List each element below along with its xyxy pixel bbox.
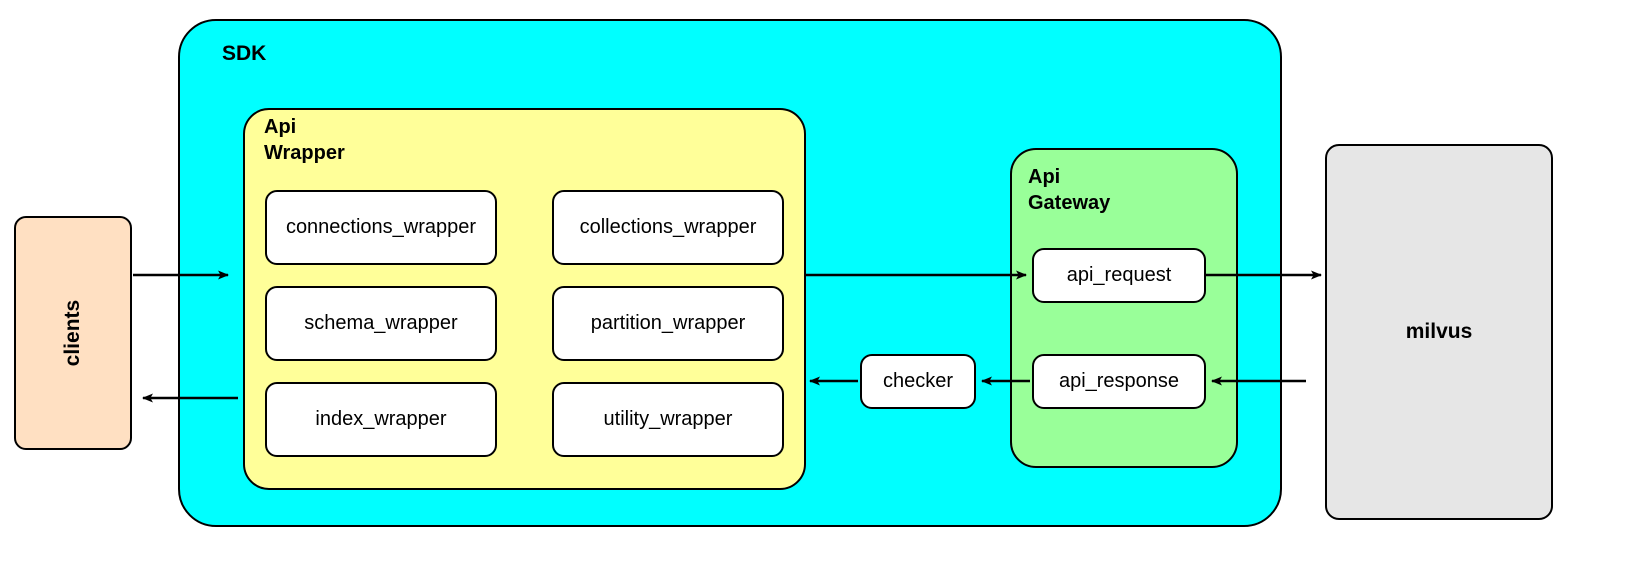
container-api-wrapper-label: Api Wrapper (264, 114, 345, 166)
node-connections-wrapper-label: connections_wrapper (285, 216, 477, 238)
node-milvus-label: milvus (1405, 319, 1473, 343)
node-clients-label: clients (60, 299, 84, 367)
container-api-gateway-label-line2: Gateway (1028, 192, 1111, 214)
node-connections-wrapper[interactable]: connections_wrapper (265, 190, 497, 265)
node-schema-wrapper[interactable]: schema_wrapper (265, 286, 497, 361)
node-partition-wrapper[interactable]: partition_wrapper (552, 286, 784, 361)
node-checker-label: checker (882, 370, 954, 392)
node-utility-wrapper[interactable]: utility_wrapper (552, 382, 784, 457)
node-partition-wrapper-label: partition_wrapper (590, 312, 746, 334)
node-schema-wrapper-label: schema_wrapper (304, 312, 458, 334)
container-sdk-label: SDK (222, 42, 267, 65)
node-milvus[interactable]: milvus (1325, 144, 1553, 520)
container-api-gateway-label-line1: Api (1028, 166, 1061, 188)
node-index-wrapper[interactable]: index_wrapper (265, 382, 497, 457)
container-api-wrapper-label-line2: Wrapper (264, 142, 345, 164)
container-api-gateway[interactable] (1010, 148, 1238, 468)
node-api-response[interactable]: api_response (1032, 354, 1206, 409)
container-api-gateway-label: Api Gateway (1028, 164, 1110, 216)
node-api-request-label: api_request (1066, 264, 1172, 286)
node-checker[interactable]: checker (860, 354, 976, 409)
node-clients[interactable]: clients (14, 216, 132, 450)
node-index-wrapper-label: index_wrapper (315, 408, 447, 430)
node-api-request[interactable]: api_request (1032, 248, 1206, 303)
container-api-wrapper-label-line1: Api (264, 116, 297, 138)
node-api-response-label: api_response (1058, 370, 1180, 392)
node-collections-wrapper[interactable]: collections_wrapper (552, 190, 784, 265)
node-collections-wrapper-label: collections_wrapper (579, 216, 757, 238)
node-utility-wrapper-label: utility_wrapper (603, 408, 733, 430)
